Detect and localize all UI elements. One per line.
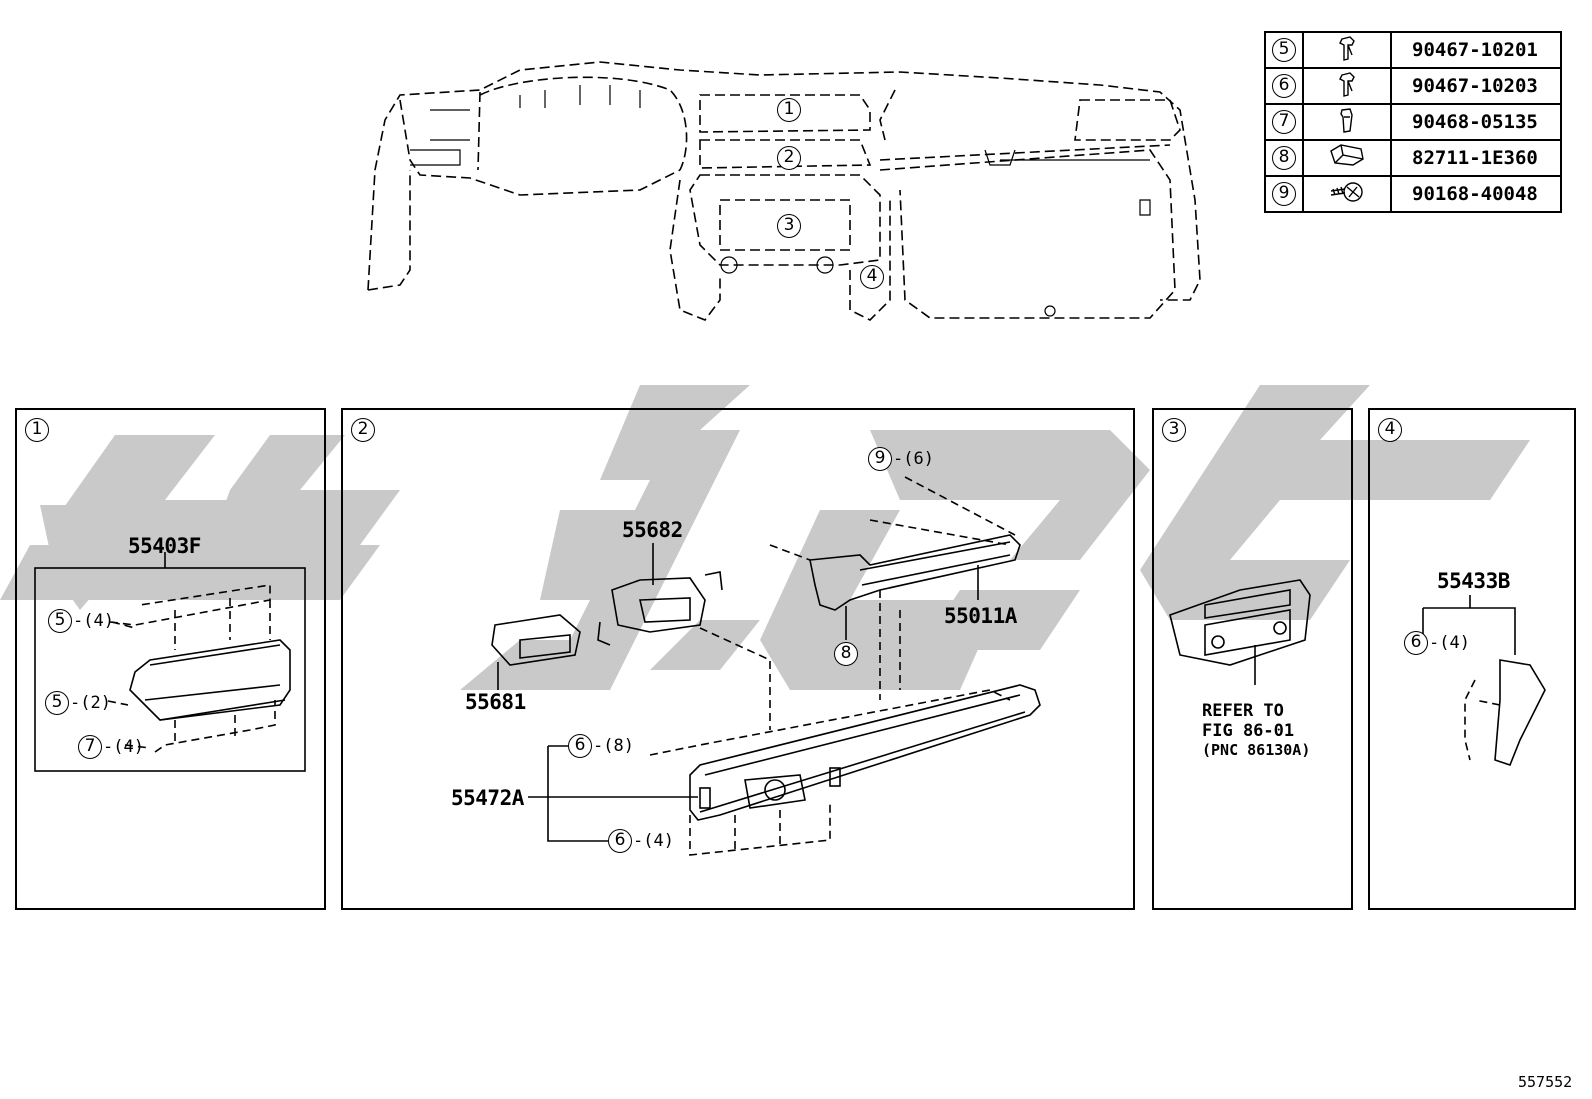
overview-callout-4[interactable]: 4 [860, 265, 884, 289]
callout-ref[interactable]: 8 [834, 642, 858, 666]
callout-qty: -(4) [73, 611, 114, 631]
parts-ref-badge: 6 [1272, 74, 1296, 98]
parts-table: 5 90467-10201 6 90467-10203 7 90468-0513… [1264, 31, 1562, 213]
part-label-55011A[interactable]: 55011A [944, 604, 1017, 628]
part-label-55682[interactable]: 55682 [622, 518, 683, 542]
overview-callout-1[interactable]: 1 [777, 98, 801, 122]
parts-row: 5 90467-10201 [1264, 31, 1562, 69]
panel-2 [341, 408, 1135, 910]
part-label-55433B[interactable]: 55433B [1437, 569, 1510, 593]
panel-number-3: 3 [1162, 418, 1186, 442]
callout-qty: -(4) [103, 737, 144, 757]
part-label-55681[interactable]: 55681 [465, 690, 526, 714]
overview-callout-3[interactable]: 3 [777, 214, 801, 238]
refer-text-line1[interactable]: REFER TO [1202, 701, 1284, 721]
part-number: 90467-10201 [1390, 31, 1562, 69]
panel-4 [1368, 408, 1576, 910]
parts-row: 6 90467-10203 [1264, 67, 1562, 105]
panel-number-1: 1 [25, 418, 49, 442]
part-number: 90468-05135 [1390, 103, 1562, 141]
callout-ref[interactable]: 9 [868, 447, 892, 471]
part-number: 90467-10203 [1390, 67, 1562, 105]
refer-text-line2[interactable]: FIG 86-01 [1202, 721, 1295, 741]
part-label-55403F[interactable]: 55403F [128, 534, 201, 558]
callout-ref[interactable]: 6 [1404, 631, 1428, 655]
overview-callout-2[interactable]: 2 [777, 146, 801, 170]
callout-qty: -(4) [633, 831, 674, 851]
panel2-art [491, 476, 1041, 856]
callout-qty: -(8) [593, 736, 634, 756]
dashboard-details [410, 85, 1151, 317]
parts-ref-badge: 8 [1272, 146, 1296, 170]
callout-qty: -(4) [1429, 633, 1470, 653]
panel3-art [1169, 579, 1311, 685]
parts-ref-badge: 7 [1272, 110, 1296, 134]
part-label-55472A[interactable]: 55472A [451, 786, 524, 810]
clip-icon [1339, 36, 1355, 61]
parts-ref-badge: 5 [1272, 38, 1296, 62]
callout-ref[interactable]: 7 [78, 735, 102, 759]
panel-number-2: 2 [351, 418, 375, 442]
panel-1 [15, 408, 326, 910]
refer-text-line3: (PNC 86130A) [1202, 741, 1311, 759]
clip-icon [1340, 108, 1353, 133]
panel-number-4: 4 [1378, 418, 1402, 442]
callout-qty: -(6) [893, 449, 934, 469]
dashboard-overview [367, 61, 1201, 321]
clip-icon [1339, 72, 1355, 97]
callout-ref[interactable]: 6 [608, 829, 632, 853]
callout-ref[interactable]: 5 [45, 691, 69, 715]
panel-3 [1152, 408, 1353, 910]
parts-row: 8 82711-1E360 [1264, 139, 1562, 177]
part-number: 90168-40048 [1390, 175, 1562, 213]
callout-ref[interactable]: 5 [48, 609, 72, 633]
callout-qty: -(2) [70, 693, 111, 713]
part-number: 82711-1E360 [1390, 139, 1562, 177]
parts-ref-badge: 9 [1272, 182, 1296, 206]
diagram-id: 557552 [1518, 1073, 1573, 1091]
parts-row: 7 90468-05135 [1264, 103, 1562, 141]
screw-icon [1330, 182, 1363, 202]
panel1-art [34, 552, 306, 772]
nut-icon [1330, 144, 1364, 166]
parts-row: 9 90168-40048 [1264, 175, 1562, 213]
callout-ref[interactable]: 6 [568, 734, 592, 758]
